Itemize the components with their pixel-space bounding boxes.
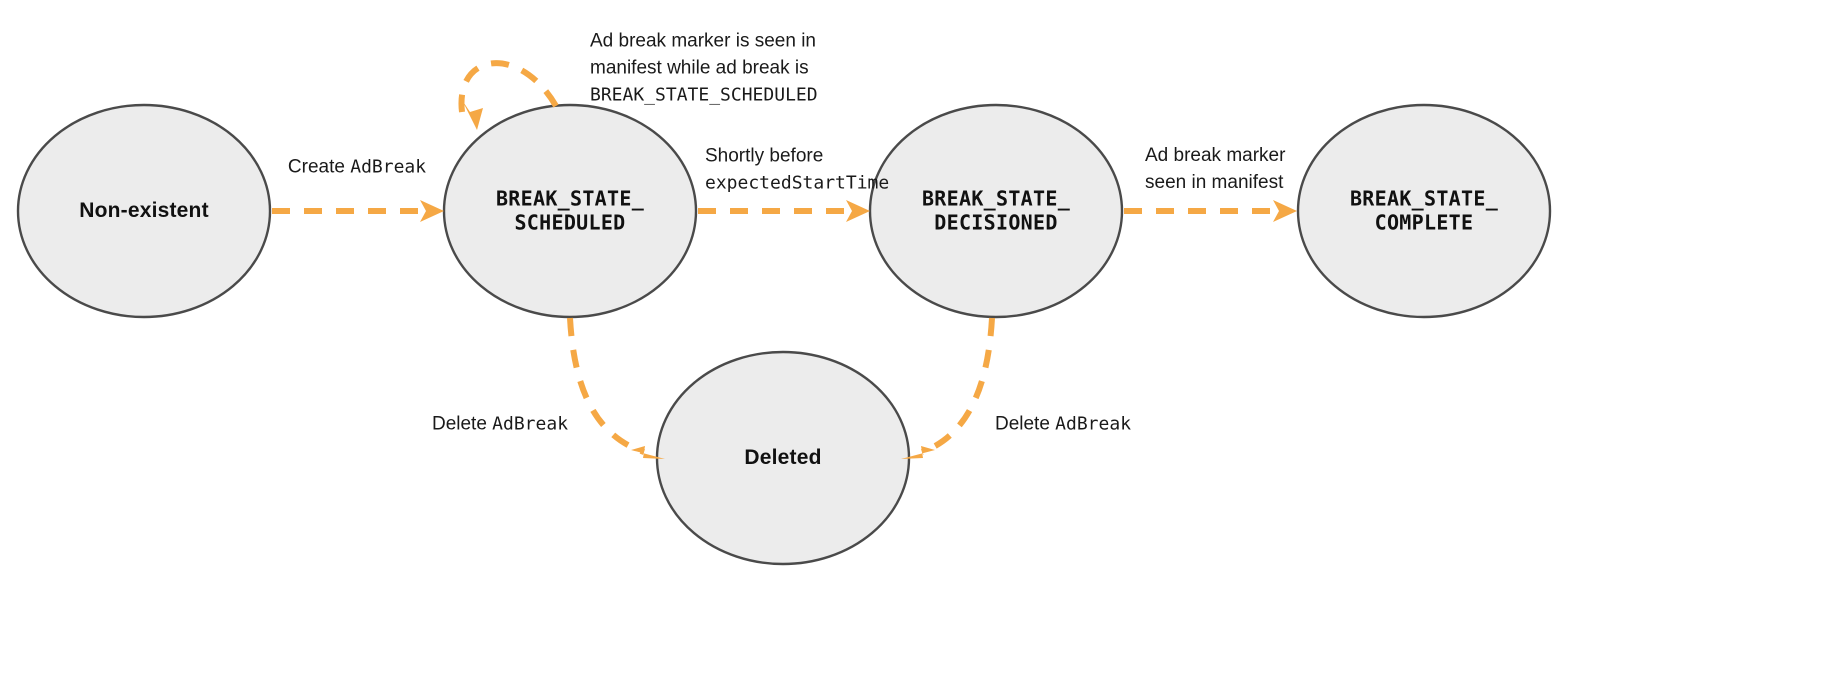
edge-scheduled-self-loop-arrowhead xyxy=(462,100,483,130)
edge-decisioned-to-complete-arrowhead xyxy=(1273,200,1297,222)
edge-scheduled-to-decisioned-arrowhead xyxy=(846,200,870,222)
node-shape-break-state-complete[interactable] xyxy=(1296,103,1552,319)
node-shape-non-existent[interactable] xyxy=(16,103,272,319)
node-shape-deleted[interactable] xyxy=(655,350,911,566)
edge-decisioned-to-deleted[interactable] xyxy=(901,317,995,459)
edge-scheduled-to-deleted[interactable] xyxy=(567,317,665,459)
edge-scheduled-to-decisioned[interactable] xyxy=(698,200,870,222)
edge-create-adbreak[interactable] xyxy=(272,200,444,222)
edge-decisioned-to-complete[interactable] xyxy=(1124,200,1297,222)
node-shapes xyxy=(16,103,1552,566)
edge-decisioned-to-deleted-arrowhead xyxy=(901,446,935,459)
edge-shapes xyxy=(272,60,1297,459)
edge-create-adbreak-arrowhead xyxy=(420,200,444,222)
node-shape-break-state-scheduled[interactable] xyxy=(442,103,698,319)
edge-scheduled-to-deleted-arrowhead xyxy=(631,446,665,459)
edge-scheduled-self-loop[interactable] xyxy=(458,60,559,130)
node-shape-break-state-decisioned[interactable] xyxy=(868,103,1124,319)
